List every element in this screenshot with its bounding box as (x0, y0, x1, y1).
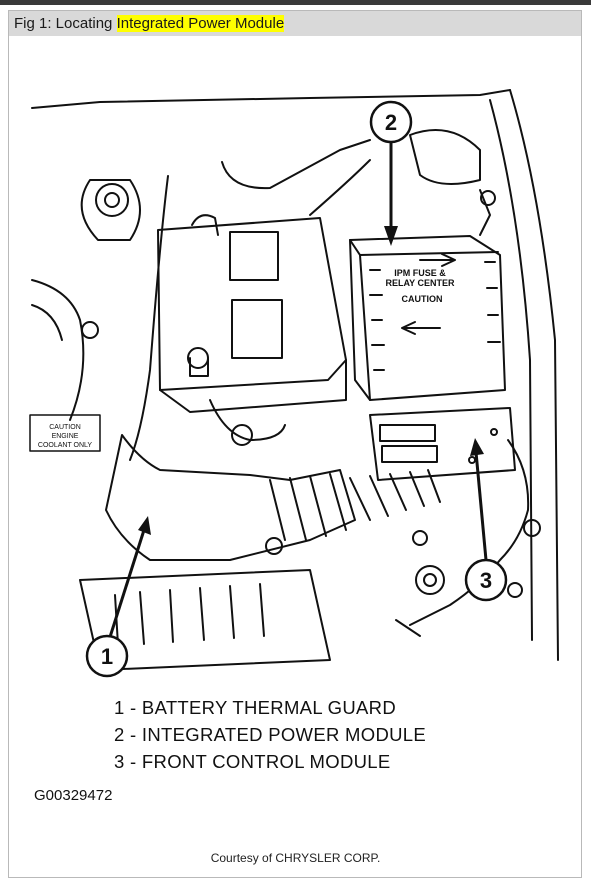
ipm-label-line1: IPM FUSE & (394, 268, 446, 278)
fender-right (509, 89, 559, 661)
bolt-1 (265, 537, 283, 555)
battery-window-bottom (231, 299, 283, 359)
legend: 1 - BATTERY THERMAL GUARD 2 - INTEGRATED… (114, 694, 426, 775)
coolant-sign-line2: ENGINE (52, 433, 79, 440)
strut-tower-left (80, 179, 141, 241)
figure-code: G00329472 (34, 787, 113, 804)
battery-window-top (229, 231, 279, 281)
coolant-sign-line3: COOLANT ONLY (38, 442, 93, 449)
figure-title-highlight: Integrated Power Module (116, 15, 285, 32)
callout-3-circle (464, 558, 508, 602)
bolt-4 (507, 582, 523, 598)
callout-3-number: 3 (480, 568, 492, 593)
top-bar (0, 0, 591, 5)
bolt-3 (523, 519, 541, 537)
callout-1-number: 1 (101, 644, 113, 669)
battery-thermal-guard (105, 434, 356, 561)
hood-edge (31, 89, 511, 109)
strut-bolt-right (480, 190, 496, 206)
ipm-box (349, 235, 506, 401)
hose-left (31, 279, 85, 421)
battery-cable (129, 175, 169, 461)
callout-3-leader (474, 451, 488, 561)
wire-harness (221, 139, 371, 190)
figure-frame (8, 10, 582, 878)
callout-1-circle (85, 634, 129, 678)
courtesy-credit: Courtesy of CHRYSLER CORP. (210, 851, 381, 865)
callout-2-circle (369, 100, 413, 144)
battery-terminal-pos (191, 214, 219, 236)
legend-item-integrated-power-module: 2 - INTEGRATED POWER MODULE (114, 724, 427, 745)
fender-inner (489, 99, 533, 641)
engine-bay-diagram: CAUTION ENGINE COOLANT ONLY IPM FUSE & R… (29, 89, 559, 678)
callout-2-number: 2 (385, 110, 397, 135)
coolant-sign (29, 414, 101, 452)
battery (157, 217, 347, 413)
front-control-module (369, 407, 516, 481)
strut-bolt-left (95, 183, 129, 217)
callout-1-leader (108, 529, 146, 638)
reservoir (409, 129, 481, 185)
legend-item-front-control-module: 3 - FRONT CONTROL MODULE (114, 751, 391, 772)
figure-title-prefix: Fig 1: Locating (14, 15, 117, 32)
legend-item-battery-thermal-guard: 1 - BATTERY THERMAL GUARD (114, 697, 396, 718)
figure-title: Fig 1: Locating Integrated Power Module (8, 10, 582, 36)
ipm-caution-label: CAUTION (402, 294, 443, 304)
bolt-2 (412, 530, 428, 546)
coolant-sign-line1: CAUTION (49, 424, 81, 431)
fcm-cable (409, 439, 530, 626)
ipm-label-line2: RELAY CENTER (385, 278, 455, 288)
